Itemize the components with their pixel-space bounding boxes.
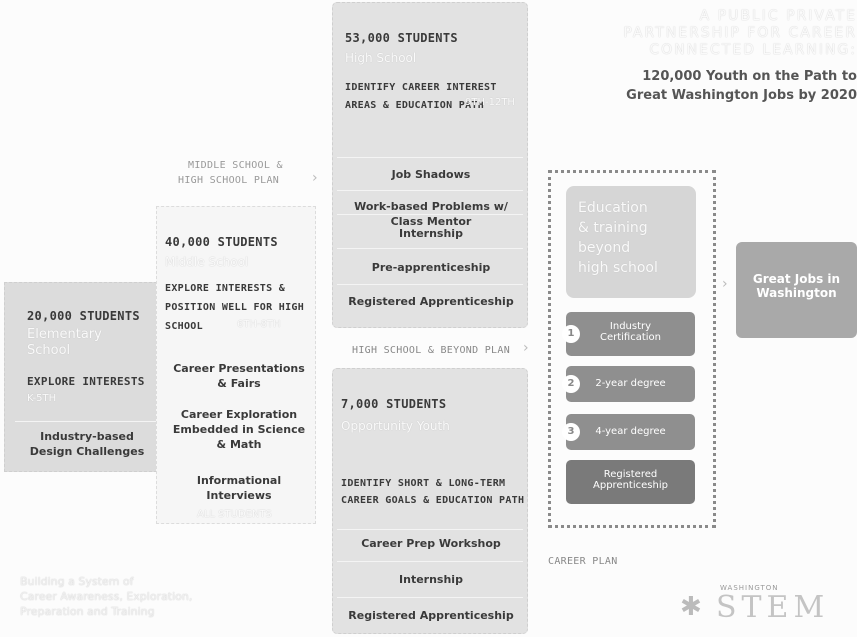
high-sub: High School [345,51,417,65]
youth-activity-3: Registered Apprenticeship [348,609,514,622]
middle-plan-label-2: HIGH SCHOOL PLAN [178,175,280,186]
youth-activity-2: Internship [399,573,463,586]
education-heading-box: Education & training beyond high school [566,186,696,298]
education-heading-4: high school [578,260,658,276]
edu-option-1-num: 1 [562,325,580,343]
youth-divider-1 [337,561,523,562]
high-goal-sub: 9TH-12TH [465,97,515,108]
logo-small-text: WASHINGTON [720,584,779,592]
high-activity-2: Work-based Problems w/ Class Mentor [354,200,508,228]
edu-option-4-label-2: Apprenticeship [593,480,668,491]
elementary-goal-sub: K-5TH [27,393,57,404]
education-frame [548,170,716,528]
elementary-sub-1: Elementary [27,327,102,342]
education-heading-2: & training [578,220,648,236]
youth-divider-0 [337,529,523,530]
elementary-goal: EXPLORE INTERESTS [27,375,145,388]
title-line-2: PARTNERSHIP FOR CAREER [623,25,857,41]
edu-option-3: 3 4-year degree [562,414,695,450]
education-heading-1: Education [578,200,648,216]
high-activity-4: Pre-apprenticeship [371,261,491,274]
middle-heading: 40,000 STUDENTS [165,235,278,249]
middle-activity-3: Informational Interviews [196,474,282,502]
youth-divider-2 [337,597,523,598]
middle-goal: EXPLORE INTERESTS & POSITION WELL FOR HI… [165,283,305,332]
edu-option-2: 2 2-year degree [562,366,695,402]
edu-option-4: Registered Apprenticeship [566,460,695,504]
elementary-box: 20,000 STUDENTS Elementary School EXPLOR… [4,282,167,472]
outcome-line-2: Washington [756,286,837,300]
edu-option-1-label-2: Certification [599,332,662,343]
youth-heading: 7,000 STUDENTS [341,397,447,411]
high-divider-0 [337,157,523,158]
middle-plan-label-1: MIDDLE SCHOOL & [188,160,283,171]
elementary-activity: Industry-based Design Challenges [29,430,145,458]
education-heading-3: beyond [578,240,631,256]
footer-line-3: Preparation and Training [20,605,155,618]
title-line-3: CONNECTED LEARNING: [649,42,857,58]
high-heading: 53,000 STUDENTS [345,31,458,45]
logo-star-icon: ✱ [680,592,702,622]
title-line-1: A PUBLIC PRIVATE [699,8,857,24]
edu-option-2-label: 2-year degree [595,378,666,389]
edu-option-3-num: 3 [562,423,580,441]
footer-line-2: Career Awareness, Exploration, [20,590,193,603]
goal-line-2: Great Washington Jobs by 2020 [626,88,857,103]
high-divider-3 [337,248,523,249]
high-divider-4 [337,284,523,285]
logo-stem-text: STEM [716,590,830,625]
elementary-divider [15,421,158,422]
washington-stem-logo: WASHINGTON ✱ STEM [680,580,857,634]
youth-sub: Opportunity Youth [341,419,450,433]
outcome-line-1: Great Jobs in [752,272,841,286]
high-activity-1: Job Shadows [391,168,471,181]
middle-activity-2: Career Exploration Embedded in Science &… [172,408,306,451]
middle-sub: Middle School [165,255,249,269]
middle-goal-sub: 6TH-8TH [237,319,281,330]
edu-option-3-label: 4-year degree [595,426,666,437]
elementary-sub-2: School [27,343,71,358]
edu-option-1-label-1: Industry [609,321,652,332]
elementary-heading: 20,000 STUDENTS [27,309,140,323]
footer-line-1: Building a System of [20,575,134,588]
outcome-box: Great Jobs in Washington [736,242,857,338]
youth-goal: IDENTIFY SHORT & LONG-TERM CAREER GOALS … [341,478,525,506]
middle-footer: ALL STUDENTS [197,509,272,520]
high-divider-1 [337,190,523,191]
edu-option-2-num: 2 [562,375,580,393]
edu-option-4-label-1: Registered [603,469,658,480]
goal-line-1: 120,000 Youth on the Path to [642,69,857,84]
title-block: A PUBLIC PRIVATE PARTNERSHIP FOR CAREER … [560,8,857,103]
youth-activity-1: Career Prep Workshop [361,537,501,550]
hs-plan-arrow: › [523,340,529,356]
footer-block: Building a System of Career Awareness, E… [20,574,192,619]
jobs-arrow: › [722,276,728,292]
high-box: 53,000 STUDENTS High School IDENTIFY CAR… [332,2,528,328]
middle-plan-arrow: › [312,170,318,186]
high-divider-2 [337,214,523,215]
hs-plan-label: HIGH SCHOOL & BEYOND PLAN [352,345,511,356]
high-goal: IDENTIFY CAREER INTEREST AREAS & EDUCATI… [345,82,497,111]
middle-activity-1: Career Presentations & Fairs [173,362,305,390]
youth-box: 7,000 STUDENTS Opportunity Youth IDENTIF… [332,368,528,634]
middle-box: 40,000 STUDENTS Middle School EXPLORE IN… [156,206,316,524]
high-activity-5: Registered Apprenticeship [348,295,514,308]
edu-option-1: 1 Industry Certification [562,312,695,356]
career-plan-label: CAREER PLAN [548,556,618,567]
high-activity-3: Internship [399,227,463,240]
